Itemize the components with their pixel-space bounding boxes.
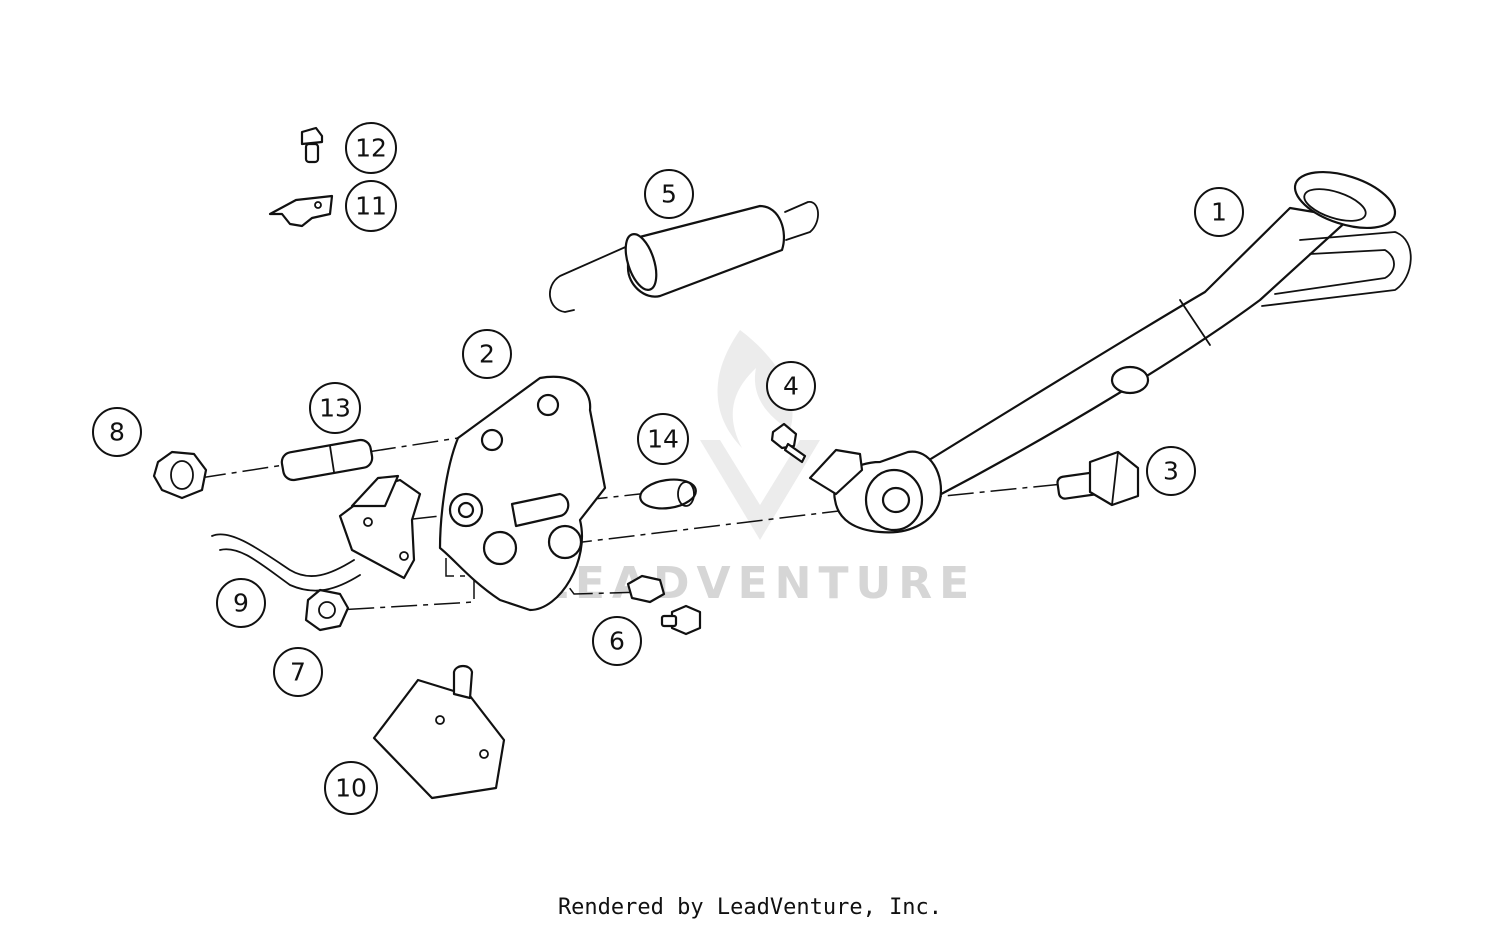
callout-label: 10 xyxy=(335,774,367,803)
callout-label: 7 xyxy=(290,658,306,687)
callout-11: 11 xyxy=(345,180,397,232)
callout-10: 10 xyxy=(324,761,378,815)
callout-label: 4 xyxy=(783,372,799,401)
callout-2: 2 xyxy=(462,329,512,379)
callout-label: 11 xyxy=(355,192,387,221)
callout-label: 1 xyxy=(1211,198,1227,227)
callout-label: 6 xyxy=(609,627,625,656)
callout-label: 13 xyxy=(319,394,351,423)
callout-label: 9 xyxy=(233,589,249,618)
return-spring xyxy=(549,201,819,313)
small-bolts xyxy=(626,574,702,636)
leadventure-watermark: LEADVENTURE xyxy=(540,330,976,609)
callout-label: 8 xyxy=(109,418,125,447)
cable-clip xyxy=(268,194,334,228)
callout-6: 6 xyxy=(592,616,642,666)
mounting-bracket xyxy=(438,375,607,612)
callout-label: 14 xyxy=(647,425,679,454)
callout-4: 4 xyxy=(766,361,816,411)
callout-label: 3 xyxy=(1163,457,1179,486)
hex-bolt-large xyxy=(1056,450,1140,507)
callout-label: 2 xyxy=(479,340,495,369)
callout-3: 3 xyxy=(1146,446,1196,496)
watermark-text: LEADVENTURE xyxy=(540,558,976,609)
callout-5: 5 xyxy=(644,169,694,219)
side-stand-leg xyxy=(808,170,1412,534)
hex-nut-small xyxy=(304,588,350,632)
callout-9: 9 xyxy=(216,578,266,628)
footer-credit: Rendered by LeadVenture, Inc. xyxy=(558,895,942,920)
callout-1: 1 xyxy=(1194,187,1244,237)
grease-nipple xyxy=(770,422,807,464)
callout-7: 7 xyxy=(273,647,323,697)
spacer-sleeve xyxy=(280,438,374,482)
hex-nut-large xyxy=(152,450,208,500)
callout-13: 13 xyxy=(309,382,361,434)
bushing xyxy=(510,478,697,528)
screw xyxy=(300,126,324,164)
callout-12: 12 xyxy=(345,122,397,174)
callout-14: 14 xyxy=(637,413,689,465)
callout-label: 5 xyxy=(661,180,677,209)
callout-label: 12 xyxy=(355,134,387,163)
side-stand-switch xyxy=(211,474,422,592)
switch-cover xyxy=(372,664,506,800)
callout-8: 8 xyxy=(92,407,142,457)
